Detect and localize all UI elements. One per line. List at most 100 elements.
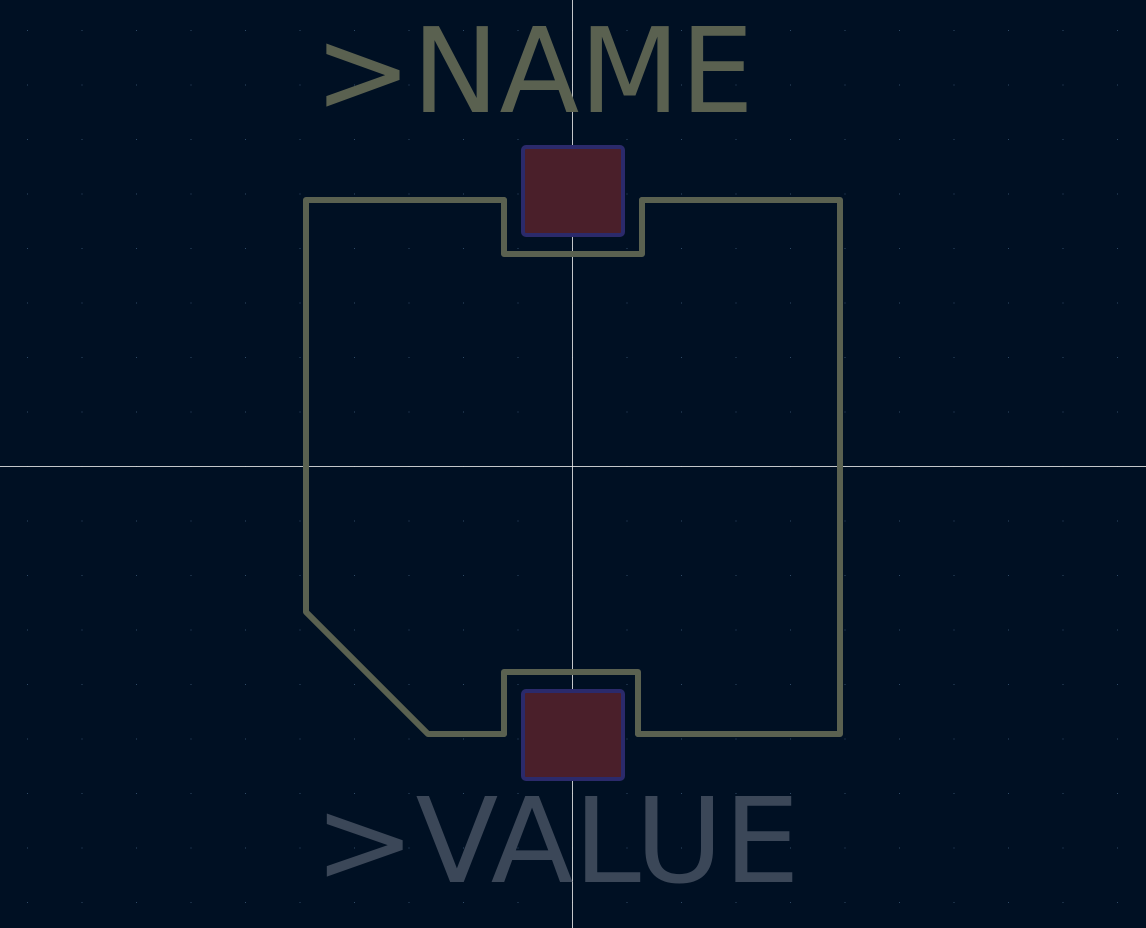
grid-dot xyxy=(354,793,355,794)
grid-dot xyxy=(899,575,900,576)
outline-notch-bottom xyxy=(501,669,641,737)
reference-label: >NAME xyxy=(314,2,754,140)
grid-dot xyxy=(463,793,464,794)
grid-dot xyxy=(81,302,83,304)
grid-dot xyxy=(844,684,846,685)
grid-dot xyxy=(81,411,83,413)
grid-dot xyxy=(408,30,410,31)
pad-square-icon[interactable] xyxy=(521,145,625,237)
grid-dot xyxy=(299,30,301,31)
grid-dot xyxy=(27,302,28,304)
grid-dot xyxy=(190,193,192,195)
grid-dot xyxy=(953,84,955,86)
grid-dot xyxy=(626,193,628,195)
grid-dot xyxy=(517,84,519,86)
grid-dot xyxy=(190,30,192,31)
grid-dot xyxy=(1008,520,1009,522)
grid-dot xyxy=(27,193,28,195)
grid-dot xyxy=(899,629,900,631)
grid-dot xyxy=(245,30,246,31)
grid-dot xyxy=(408,847,410,849)
grid-dot xyxy=(899,302,900,304)
grid-dot xyxy=(681,193,682,195)
grid-dot xyxy=(1117,738,1118,740)
grid-dot xyxy=(299,302,301,304)
grid-dot xyxy=(953,30,955,31)
grid-dot xyxy=(844,302,846,304)
grid-dot xyxy=(681,684,682,685)
grid-dot xyxy=(463,248,464,249)
grid-dot xyxy=(681,357,682,358)
grid-dot xyxy=(1062,738,1064,740)
grid-dot xyxy=(81,520,83,522)
grid-dot xyxy=(899,684,900,685)
grid-dot xyxy=(136,193,137,195)
grid-dot xyxy=(681,139,682,140)
grid-dot xyxy=(408,793,410,794)
grid-dot xyxy=(953,302,955,304)
grid-dot xyxy=(1008,139,1009,140)
grid-dot xyxy=(1008,248,1009,249)
grid-dot xyxy=(299,139,301,140)
grid-dot xyxy=(517,193,519,195)
grid-dot xyxy=(408,684,410,685)
grid-dot xyxy=(408,84,410,86)
grid-dot xyxy=(899,847,900,849)
grid-dot xyxy=(463,357,464,358)
grid-dot xyxy=(27,902,28,903)
grid-dot xyxy=(790,357,791,358)
grid-dot xyxy=(953,520,955,522)
grid-dot xyxy=(27,793,28,794)
grid-dot xyxy=(1062,629,1064,631)
grid-dot xyxy=(136,629,137,631)
grid-dot xyxy=(1062,357,1064,358)
grid-dot xyxy=(844,902,846,903)
grid-dot xyxy=(408,629,410,631)
grid-dot xyxy=(681,302,682,304)
grid-dot xyxy=(790,411,791,413)
pad-square-icon[interactable] xyxy=(521,689,625,781)
grid-dot xyxy=(1062,847,1064,849)
grid-dot xyxy=(1008,302,1009,304)
grid-dot xyxy=(81,629,83,631)
grid-dot xyxy=(899,193,900,195)
grid-dot xyxy=(136,248,137,249)
grid-dot xyxy=(136,139,137,140)
outline-notch-top xyxy=(501,197,645,257)
grid-dot xyxy=(790,738,791,740)
grid-dot xyxy=(463,684,464,685)
grid-dot xyxy=(953,629,955,631)
grid-dot xyxy=(899,411,900,413)
grid-dot xyxy=(899,357,900,358)
grid-dot xyxy=(408,902,410,903)
grid-dot xyxy=(681,629,682,631)
grid-dot xyxy=(190,738,192,740)
grid-dot xyxy=(681,84,682,86)
grid-dot xyxy=(27,684,28,685)
grid-dot xyxy=(27,575,28,576)
grid-dot xyxy=(1008,793,1009,794)
grid-dot xyxy=(408,411,410,413)
grid-dot xyxy=(517,575,519,576)
grid-dot xyxy=(299,902,301,903)
grid-dot xyxy=(517,793,519,794)
grid-dot xyxy=(681,411,682,413)
grid-dot xyxy=(245,793,246,794)
grid-dot xyxy=(626,793,628,794)
grid-dot xyxy=(245,357,246,358)
grid-dot xyxy=(354,575,355,576)
grid-dot xyxy=(81,139,83,140)
grid-dot xyxy=(463,575,464,576)
grid-dot xyxy=(953,357,955,358)
grid-dot xyxy=(27,248,28,249)
grid-dot xyxy=(1008,411,1009,413)
grid-dot xyxy=(517,302,519,304)
grid-dot xyxy=(1008,738,1009,740)
grid-dot xyxy=(681,248,682,249)
grid-dot xyxy=(27,139,28,140)
grid-dot xyxy=(27,411,28,413)
grid-dot xyxy=(1117,30,1118,31)
grid-dot xyxy=(1008,629,1009,631)
grid-dot xyxy=(299,411,301,413)
grid-dot xyxy=(681,902,682,903)
